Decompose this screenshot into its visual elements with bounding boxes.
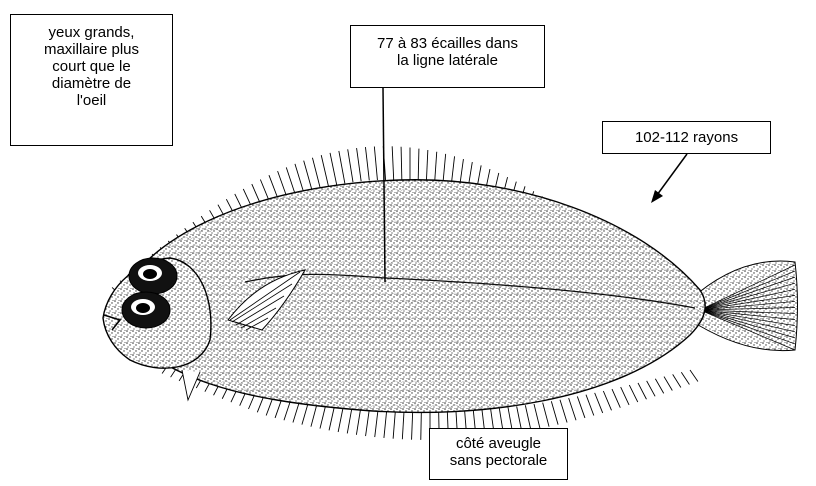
label-eyes-maxillary: yeux grands, maxillaire plus court que l… [10, 14, 173, 146]
caudal-fin [690, 261, 798, 351]
label-blind-side: côté aveugle sans pectorale [429, 428, 568, 480]
label-lateral-line-scales: 77 à 83 écailles dans la ligne latérale [350, 25, 545, 88]
pelvic-fin [182, 370, 200, 400]
label-fin-rays: 102-112 rayons [602, 121, 771, 154]
pointer-rays [651, 154, 687, 203]
